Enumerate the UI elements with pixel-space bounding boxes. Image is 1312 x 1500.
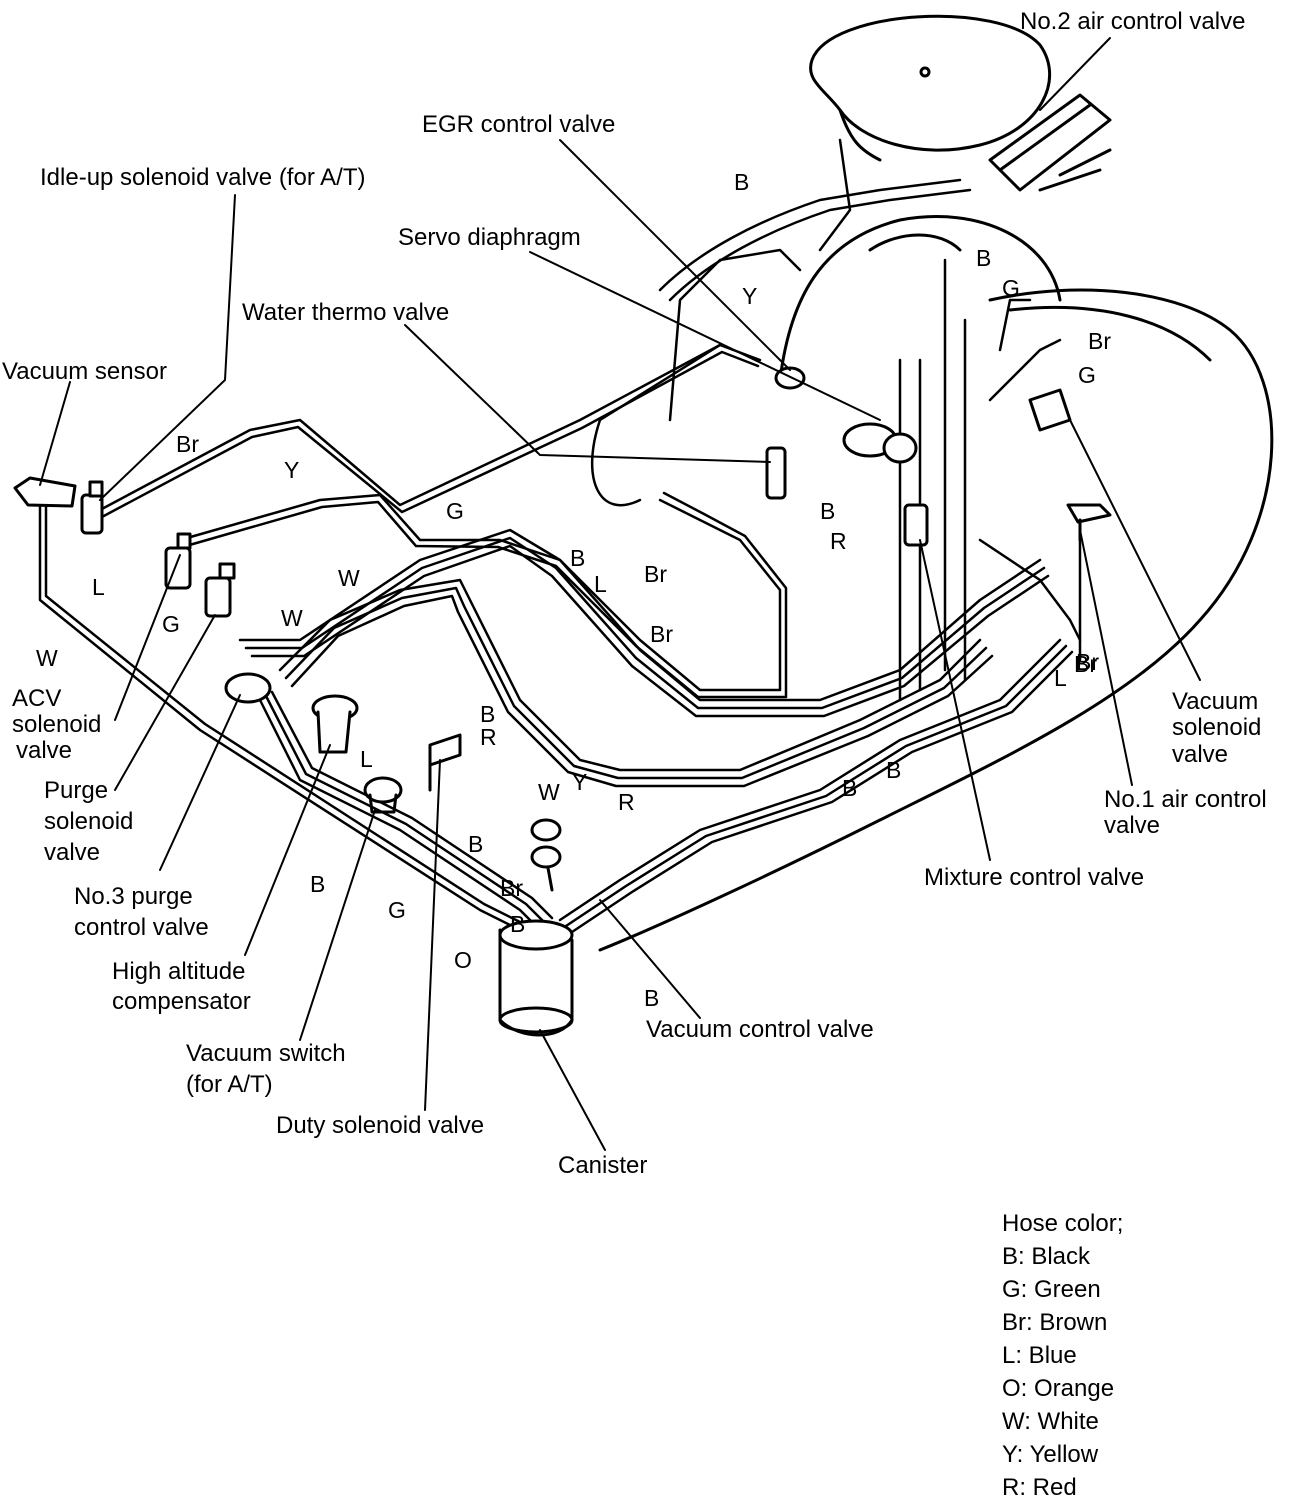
hose-code: B: [976, 245, 992, 271]
label-canister: Canister: [558, 1152, 648, 1179]
idle-up-solenoid-part: [80, 480, 104, 535]
hose-code: O: [454, 947, 472, 973]
label-no1-air-control-valve-line2: valve: [1104, 812, 1161, 839]
hose-code: Br: [644, 561, 667, 587]
duty-solenoid-part: [428, 733, 462, 792]
label-servo-diaphragm: Servo diaphragm: [398, 224, 581, 251]
legend-item: B: Black: [1002, 1243, 1091, 1270]
label-vacuum-switch-line2: (for A/T): [186, 1071, 273, 1098]
label-high-altitude-compensator-line1: High altitude: [112, 958, 246, 985]
no1-air-control-valve-part: [1066, 503, 1112, 542]
hose-code: Br: [500, 875, 523, 901]
legend-item: W: White: [1002, 1408, 1099, 1435]
label-purge-solenoid-valve-line1: Purge: [44, 777, 109, 804]
hose-code: Br: [1088, 328, 1111, 354]
label-vacuum-control-valve: Vacuum control valve: [646, 1016, 874, 1043]
label-acv-solenoid-valve-line3: valve: [16, 737, 73, 764]
label-vacuum-sensor: Vacuum sensor: [2, 358, 167, 385]
hose-code: G: [1078, 362, 1096, 388]
label-no1-air-control-valve-line1: No.1 air control: [1104, 786, 1267, 813]
vacuum-control-valve-part: [530, 818, 562, 892]
hose-code: R: [480, 724, 497, 750]
hose-code: G: [162, 611, 180, 637]
legend-item: L: Blue: [1002, 1342, 1077, 1369]
legend-item: O: Orange: [1002, 1375, 1115, 1402]
legend-item: G: Green: [1002, 1276, 1101, 1303]
legend-title: Hose color;: [1002, 1210, 1124, 1237]
label-egr-control-valve: EGR control valve: [422, 111, 616, 138]
hose-code: L: [1054, 665, 1067, 691]
label-vacuum-solenoid-valve-line1: Vacuum: [1172, 688, 1259, 715]
hose-code: Br: [176, 431, 199, 457]
label-no3-purge-control-valve-line2: control valve: [74, 914, 209, 941]
label-duty-solenoid-valve: Duty solenoid valve: [276, 1112, 485, 1139]
label-idle-up-solenoid-valve: Idle-up solenoid valve (for A/T): [40, 164, 366, 191]
hose-code: B: [570, 545, 586, 571]
hose-code: Y: [572, 769, 588, 795]
hose-code: W: [36, 645, 58, 671]
leader-lines: [39, 37, 1201, 1151]
hose-code: Br: [1076, 649, 1099, 675]
high-altitude-compensator-part: [311, 694, 359, 754]
canister-part: [498, 919, 574, 1037]
intake-manifold: [598, 215, 1274, 952]
hose-code: W: [281, 605, 303, 631]
label-water-thermo-valve: Water thermo valve: [242, 299, 450, 326]
hose-code: B: [820, 498, 836, 524]
hose-code: B: [310, 871, 326, 897]
vacuum-solenoid-valve-part: [1028, 388, 1072, 432]
hose-code: L: [594, 571, 607, 597]
hose-code: B: [510, 911, 526, 937]
hose-code: B: [886, 757, 902, 783]
hose-code: W: [538, 779, 560, 805]
vacuum-switch-part: [363, 776, 403, 814]
hose-code: W: [338, 565, 360, 591]
hose-code: Br: [1074, 651, 1097, 677]
label-vacuum-solenoid-valve-line2: solenoid: [1172, 714, 1262, 741]
hose-code: B: [468, 831, 484, 857]
label-acv-solenoid-valve-line2: solenoid: [12, 711, 102, 738]
legend-item: Br: Brown: [1002, 1309, 1108, 1336]
label-high-altitude-compensator-line2: compensator: [112, 988, 251, 1015]
legend-item: Y: Yellow: [1002, 1441, 1099, 1468]
label-purge-solenoid-valve-line2: solenoid: [44, 808, 134, 835]
label-mixture-control-valve: Mixture control valve: [924, 864, 1145, 891]
hose-code: G: [1002, 275, 1020, 301]
hose-code: R: [618, 789, 635, 815]
no3-purge-control-part: [224, 672, 272, 704]
water-thermo-valve-part: [765, 446, 787, 500]
label-vacuum-solenoid-valve-line3: valve: [1172, 741, 1229, 768]
hose-code: L: [92, 574, 105, 600]
label-purge-solenoid-valve-line3: valve: [44, 839, 101, 866]
hose-code: G: [446, 498, 464, 524]
hose-code: G: [388, 897, 406, 923]
mixture-control-valve-part: [903, 503, 929, 547]
hose-code: B: [734, 169, 750, 195]
no2-air-control-valve-part: [988, 93, 1112, 192]
purge-solenoid-part: [204, 562, 236, 618]
hose-code: B: [644, 985, 660, 1011]
legend-item: R: Red: [1002, 1474, 1077, 1500]
hose-code: B: [842, 775, 858, 801]
egr-control-valve-part: [774, 366, 918, 464]
label-no2-air-control-valve: No.2 air control valve: [1020, 8, 1246, 35]
hose-code: R: [830, 528, 847, 554]
label-vacuum-switch-line1: Vacuum switch: [186, 1040, 346, 1067]
vacuum-sensor-part: [13, 476, 77, 508]
hose-code: L: [360, 746, 373, 772]
hose-code: B: [480, 701, 496, 727]
hose-code: Y: [742, 283, 758, 309]
label-acv-solenoid-valve-line1: ACV: [12, 685, 62, 712]
air-cleaner-housing: [809, 14, 1052, 162]
hose-code: Br: [650, 621, 673, 647]
hose-harness: [38, 138, 1082, 934]
label-no3-purge-control-valve-line1: No.3 purge: [74, 883, 193, 910]
hose-color-legend: Hose color; B: Black G: Green Br: Brown …: [1002, 1207, 1123, 1500]
hose-code: Y: [284, 457, 300, 483]
